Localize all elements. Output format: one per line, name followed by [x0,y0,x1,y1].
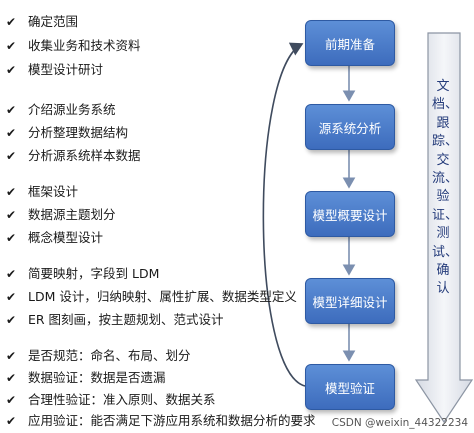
stage-box-detailed-design: 模型详细设计 [305,278,395,324]
side-label: 文档、跟踪、交流、验证、测试、确认 [432,79,459,297]
checkmark-icon: ✔ [6,15,17,29]
checkmark-icon: ✔ [6,39,17,53]
stage-box-outline-design: 模型概要设计 [305,191,395,237]
check-item: ✔确定范围 [6,14,79,29]
checkmark-icon: ✔ [6,290,17,304]
check-item: ✔应用验证：能否满足下游应用系统和数据分析的要求 [6,413,316,428]
check-item: ✔框架设计 [6,184,79,199]
check-item: ✔数据验证：数据是否遗漏 [6,370,166,385]
check-item: ✔分析源系统样本数据 [6,148,141,163]
check-item: ✔模型设计研讨 [6,62,104,77]
stage-box-validation: 模型验证 [305,364,395,410]
stage-box-source-analysis: 源系统分析 [305,104,395,150]
process-arrow [414,32,474,424]
check-item: ✔分析整理数据结构 [6,125,129,140]
check-item: ✔合理性验证：准入原则、数据关系 [6,392,216,407]
check-item: ✔LDM 设计，归纳映射、属性扩展、数据类型定义 [6,289,297,304]
checkmark-icon: ✔ [6,414,17,428]
check-item: ✔ER 图刻画，按主题规划、范式设计 [6,312,224,327]
check-item: ✔概念模型设计 [6,230,104,245]
checkmark-icon: ✔ [6,267,17,281]
checkmark-icon: ✔ [6,185,17,199]
stage-box-preparation: 前期准备 [305,20,395,66]
checkmark-icon: ✔ [6,393,17,407]
checkmark-icon: ✔ [6,103,17,117]
checkmark-icon: ✔ [6,349,17,363]
check-item: ✔简要映射，字段到 LDM [6,266,160,281]
check-item: ✔数据源主题划分 [6,207,116,222]
checkmark-icon: ✔ [6,313,17,327]
check-item: ✔介绍源业务系统 [6,102,116,117]
checkmark-icon: ✔ [6,371,17,385]
checkmark-icon: ✔ [6,149,17,163]
checkmark-icon: ✔ [6,126,17,140]
feedback-loop-arrow [262,42,306,387]
check-item: ✔是否规范：命名、布局、划分 [6,348,191,363]
watermark: CSDN @weixin_44322234 [331,417,468,429]
checkmark-icon: ✔ [6,208,17,222]
check-item: ✔收集业务和技术资料 [6,38,141,53]
checkmark-icon: ✔ [6,63,17,77]
checkmark-icon: ✔ [6,231,17,245]
